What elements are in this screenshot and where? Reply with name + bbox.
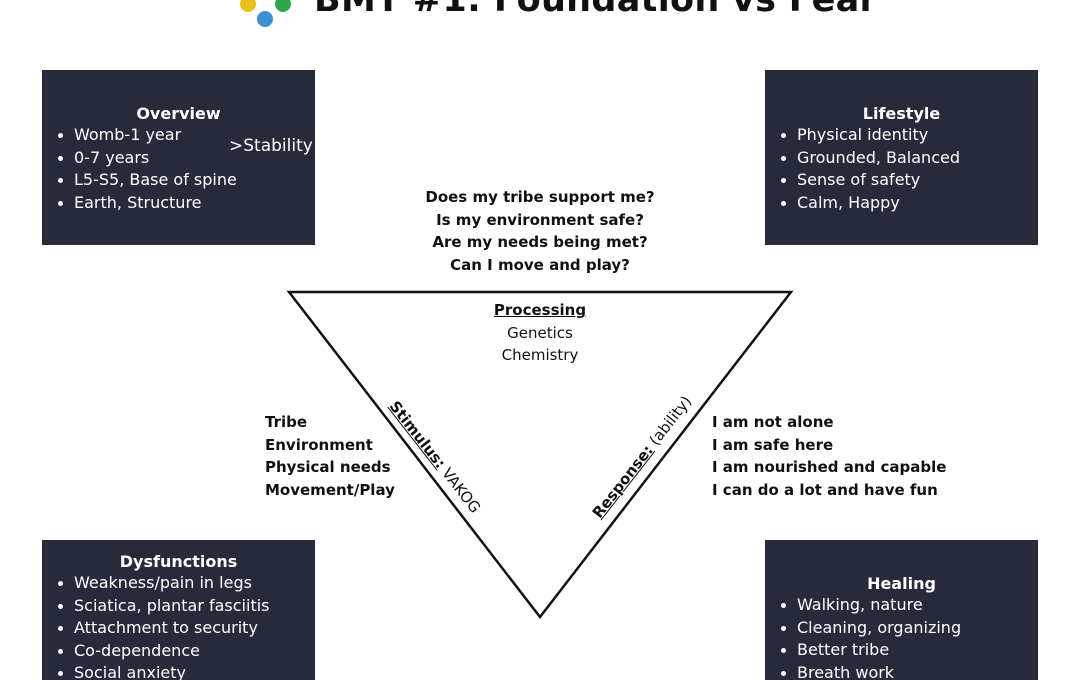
processing-heading: Processing <box>440 299 640 322</box>
response-list: I am not alone I am safe here I am nouri… <box>712 411 946 501</box>
response-item: I can do a lot and have fun <box>712 479 946 502</box>
stimulus-list: Tribe Environment Physical needs Movemen… <box>265 411 395 501</box>
processing-item: Chemistry <box>440 344 640 367</box>
response-item: I am safe here <box>712 434 946 457</box>
stimulus-item: Movement/Play <box>265 479 395 502</box>
stimulus-item: Tribe <box>265 411 395 434</box>
processing-item: Genetics <box>440 322 640 345</box>
response-item: I am nourished and capable <box>712 456 946 479</box>
stimulus-item: Physical needs <box>265 456 395 479</box>
response-item: I am not alone <box>712 411 946 434</box>
stimulus-item: Environment <box>265 434 395 457</box>
processing-block: Processing Genetics Chemistry <box>440 299 640 367</box>
